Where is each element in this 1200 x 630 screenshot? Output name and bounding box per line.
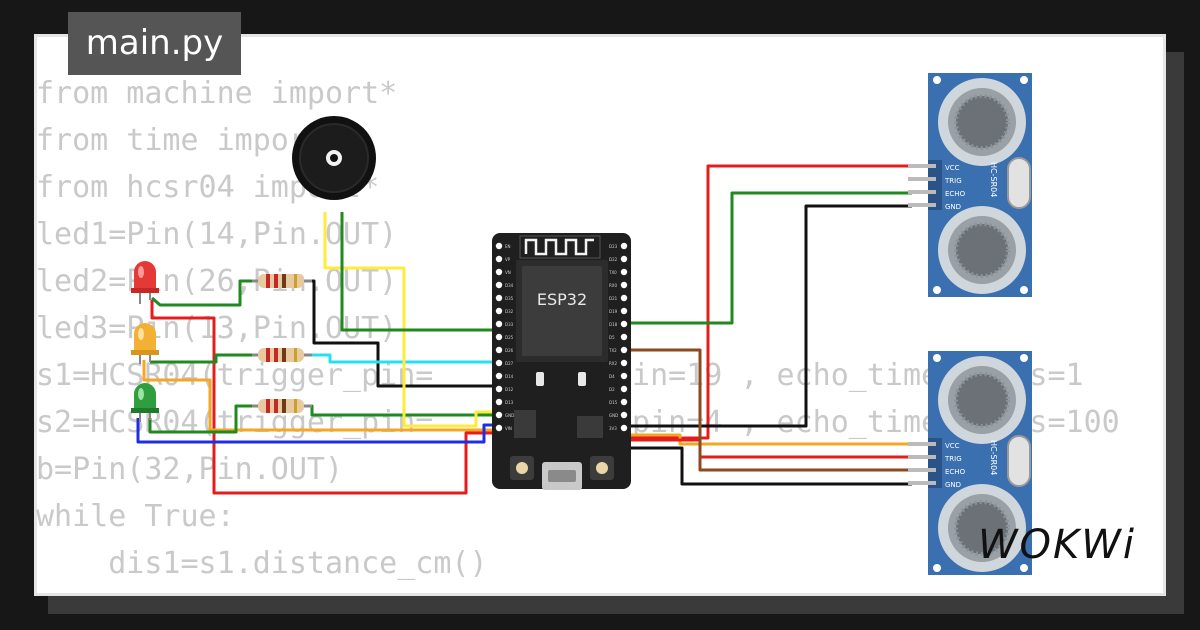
ultrasonic-sensor-2[interactable]: VCC TRIG ECHO GND HC-SR04 [908,351,1032,575]
pin-label: VIN [505,426,512,431]
pin-label: D21 [609,296,618,301]
pin-label: D35 [505,296,514,301]
wire-yellow-buzzer [323,212,497,428]
sensor-model-label: HC-SR04 [989,440,998,475]
right-pin-header [620,242,628,432]
left-pin-header [495,242,503,432]
wire-black-s2-gnd [625,446,912,486]
file-tab: main.py [68,12,241,75]
pin-label: D19 [609,309,618,314]
resistor[interactable] [252,348,312,362]
pin-label: TX2 [608,348,617,353]
code-line: dis1=s1.distance_cm() [36,546,488,581]
sensor-pin-label: VCC [945,442,960,450]
wire-green-r3 [148,404,262,434]
pin-label: VP [505,257,511,262]
wire-red-s1-vcc [625,164,912,440]
ultrasonic-sensor-1[interactable]: VCC TRIG ECHO GND HC-SR04 [908,73,1032,297]
pin-label: D13 [505,400,514,405]
pin-label: D33 [505,322,514,327]
pin-label: GND [505,413,514,418]
sensor-pin-label: GND [945,203,961,211]
code-line: while True: [36,499,235,534]
wire-cyan-r2 [302,353,497,364]
led-yellow[interactable] [131,323,159,364]
sensor-pin-label: ECHO [945,190,966,198]
wire-black-s1-gnd [625,204,912,428]
pin-label: 3V3 [609,426,617,431]
sensor-pin-label: TRIG [944,455,962,463]
wire-green-r3b [302,404,497,417]
sensor-pin-label: ECHO [945,468,966,476]
code-line: from machine import* [36,76,398,111]
buzzer[interactable] [292,116,376,200]
wire-green-s1-trig [625,191,912,325]
pin-label: EN [505,244,511,249]
wire-red-led [150,300,497,495]
chip-label: ESP32 [537,290,587,309]
pin-label: D4 [609,374,615,379]
wire-green-r1 [151,279,262,307]
resistor[interactable] [252,399,312,413]
pin-label: D14 [505,374,514,379]
code-line: led2=Pin(26,Pin.OUT) [36,264,398,299]
wire-orange-led [142,360,497,432]
pin-label: D32 [505,309,514,314]
wire-green-buzzer [340,212,497,332]
esp32-board[interactable]: ESP32 EN VP VN D34 D35 D32 D33 D25 D26 D… [492,233,631,490]
sensor-pin-label: VCC [945,164,960,172]
pin-label: D12 [505,387,514,392]
sensor-pin-label: TRIG [944,177,962,185]
wires [136,164,912,495]
sensor-model-label: HC-SR04 [989,162,998,197]
code-preview: from machine import*from time import*fro… [36,70,1120,587]
pin-label: D27 [505,361,514,366]
pin-label: D5 [609,335,615,340]
wire-brown-s2-echo [625,348,912,472]
pin-label: D2 [609,387,615,392]
pin-label: RX0 [609,283,618,288]
pin-label: GND [609,413,618,418]
pin-label: VN [505,270,511,275]
wokwi-logo: WOKWi [978,522,1136,568]
pin-label: D15 [609,400,618,405]
pin-label: D22 [609,257,618,262]
pin-label: RX2 [609,361,618,366]
pin-label: TX0 [608,270,617,275]
wire-blue-led [136,418,497,444]
sensor-pin-label: GND [945,481,961,489]
code-line: led3=Pin(13,Pin.OUT) [36,311,398,346]
pin-label: D34 [505,283,514,288]
pin-label: D25 [505,335,514,340]
pin-label: D23 [609,244,618,249]
pin-label: D18 [609,322,618,327]
resistor[interactable] [252,274,312,288]
code-line: b=Pin(32,Pin.OUT) [36,452,344,487]
code-line: led1=Pin(14,Pin.OUT) [36,217,398,252]
wire-green-r2 [150,353,262,364]
led-red[interactable] [131,261,159,304]
led-green[interactable] [131,383,159,422]
wire-black-r1 [302,279,497,388]
pin-label: D26 [505,348,514,353]
